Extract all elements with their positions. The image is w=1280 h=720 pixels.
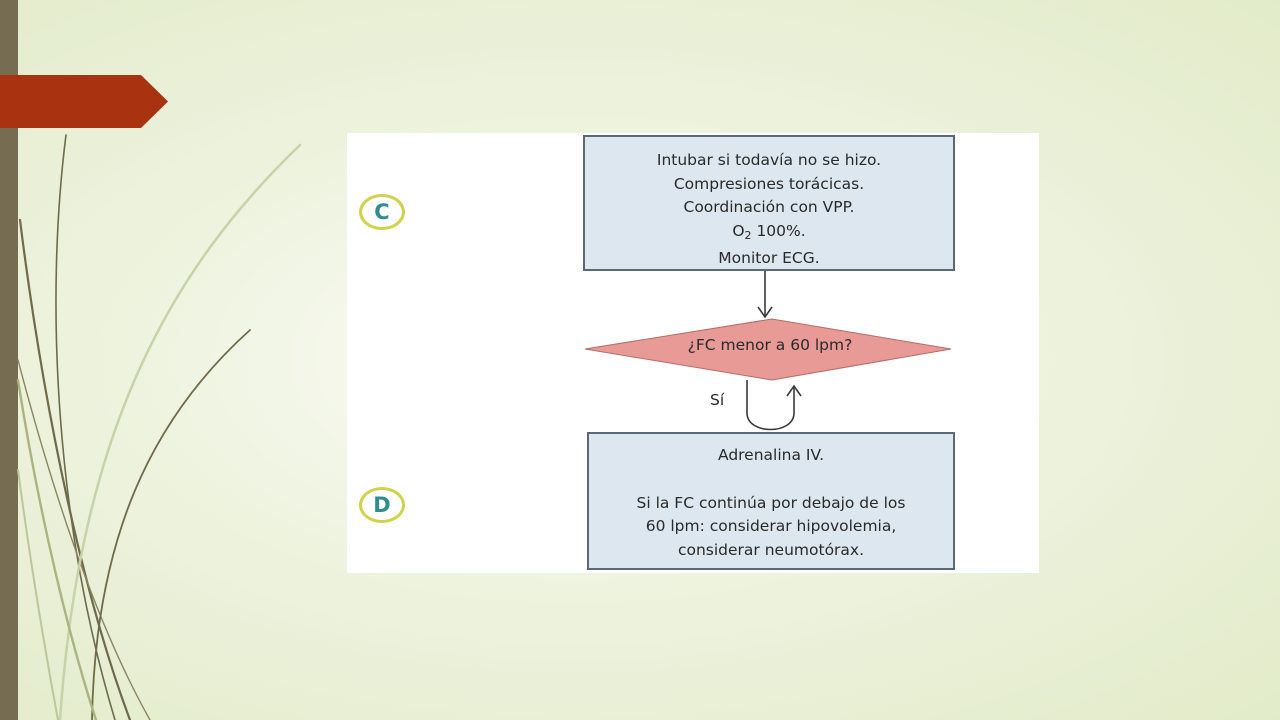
step-c-line-5: Monitor ECG.	[718, 249, 820, 267]
flowchart-figure: C D Intubar si todavía no se hizo. Compr…	[347, 133, 1039, 573]
arrow-c-to-decision-head	[757, 306, 773, 319]
step-d-label: D	[359, 487, 405, 523]
step-c-line-1: Intubar si todavía no se hizo.	[656, 151, 882, 169]
step-c-line-2: Compresiones torácicas.	[673, 174, 865, 193]
left-accent-bar	[0, 0, 18, 720]
oxygen-symbol: O	[732, 221, 745, 240]
step-d-line-3: considerar neumotórax.	[677, 540, 865, 559]
red-banner-shape	[0, 75, 168, 128]
loop-yes-path	[746, 380, 795, 431]
flow-connectors	[584, 271, 952, 431]
step-c-label: C	[359, 194, 405, 230]
decision-diamond	[584, 318, 952, 381]
step-c-oxygen-line: O2 100%.	[585, 220, 953, 248]
step-d-line-1: Si la FC continúa por debajo de los	[636, 493, 906, 512]
oxygen-subscript: 2	[744, 228, 752, 242]
yes-label: Sí	[710, 391, 725, 409]
step-c-line-3: Coordinación con VPP.	[683, 198, 855, 216]
loop-yes-arrowhead	[786, 384, 802, 397]
step-d-title: Adrenalina IV.	[717, 446, 825, 464]
decorative-curves	[16, 134, 302, 720]
step-d-line-2: 60 lpm: considerar hipovolemia,	[645, 517, 897, 535]
step-d-spacer	[589, 468, 953, 492]
step-c-box: Intubar si todavía no se hizo. Compresio…	[583, 135, 955, 271]
oxygen-percent: 100%.	[751, 221, 806, 240]
step-d-box: Adrenalina IV. Si la FC continúa por deb…	[587, 432, 955, 570]
decision-question: ¿FC menor a 60 lpm?	[687, 336, 853, 354]
